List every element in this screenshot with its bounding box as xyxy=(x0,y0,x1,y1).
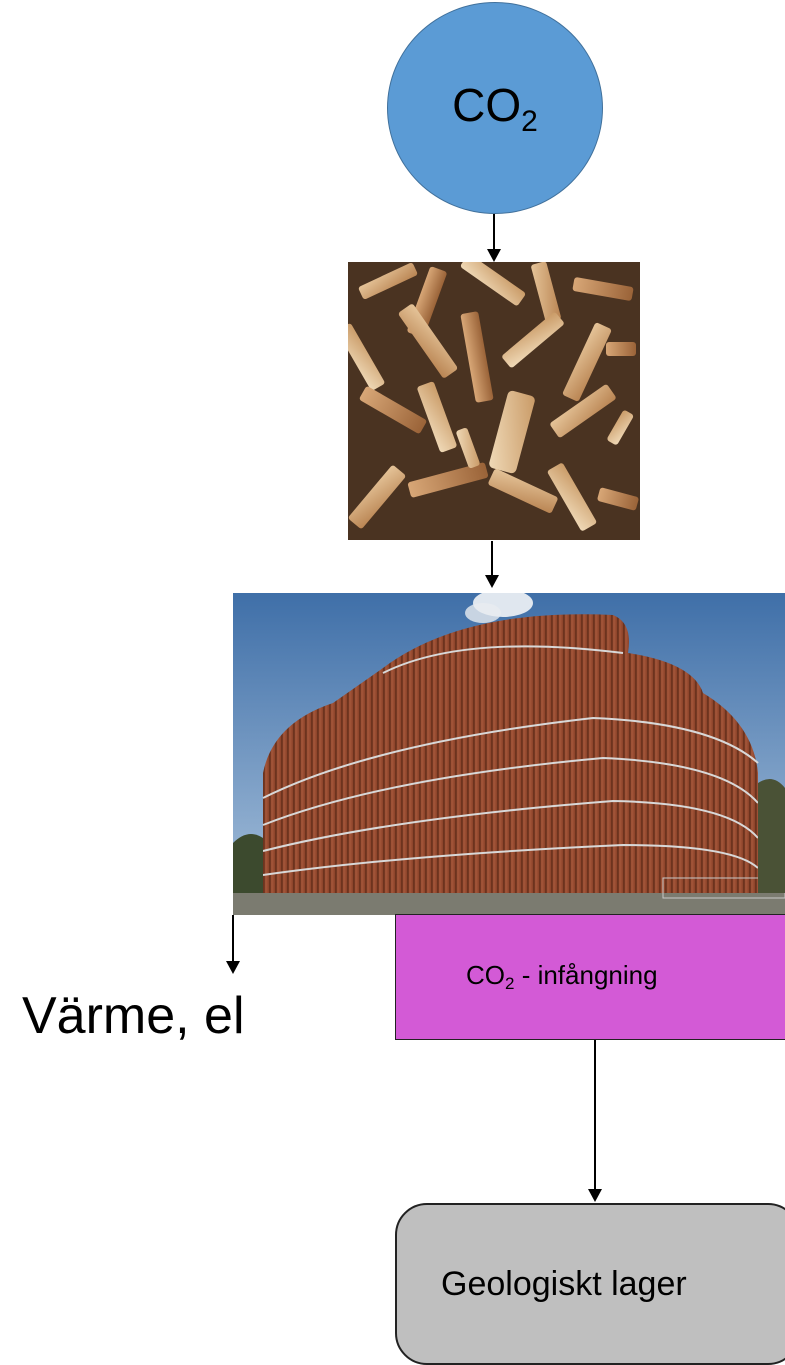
arrow-co2-to-fuel xyxy=(493,214,495,250)
co2-source-node: CO2 xyxy=(387,2,603,214)
arrow-capture-to-storage xyxy=(594,1040,596,1190)
arrowhead xyxy=(588,1189,602,1202)
arrow-plant-to-energy xyxy=(232,915,234,962)
arrowhead xyxy=(485,575,499,588)
energy-output-label: Värme, el xyxy=(22,987,245,1045)
co2-capture-box: CO2 - infångning xyxy=(395,914,785,1040)
co2-label: CO2 xyxy=(452,78,538,138)
geological-storage-label: Geologiskt lager xyxy=(441,1264,687,1303)
co2-capture-label: CO2 - infångning xyxy=(466,960,658,993)
arrowhead xyxy=(487,249,501,262)
power-plant-image xyxy=(233,593,785,915)
wood-chips-image xyxy=(348,262,640,540)
geological-storage-box: Geologiskt lager xyxy=(395,1203,785,1365)
arrowhead xyxy=(226,961,240,974)
arrow-fuel-to-plant xyxy=(491,541,493,577)
